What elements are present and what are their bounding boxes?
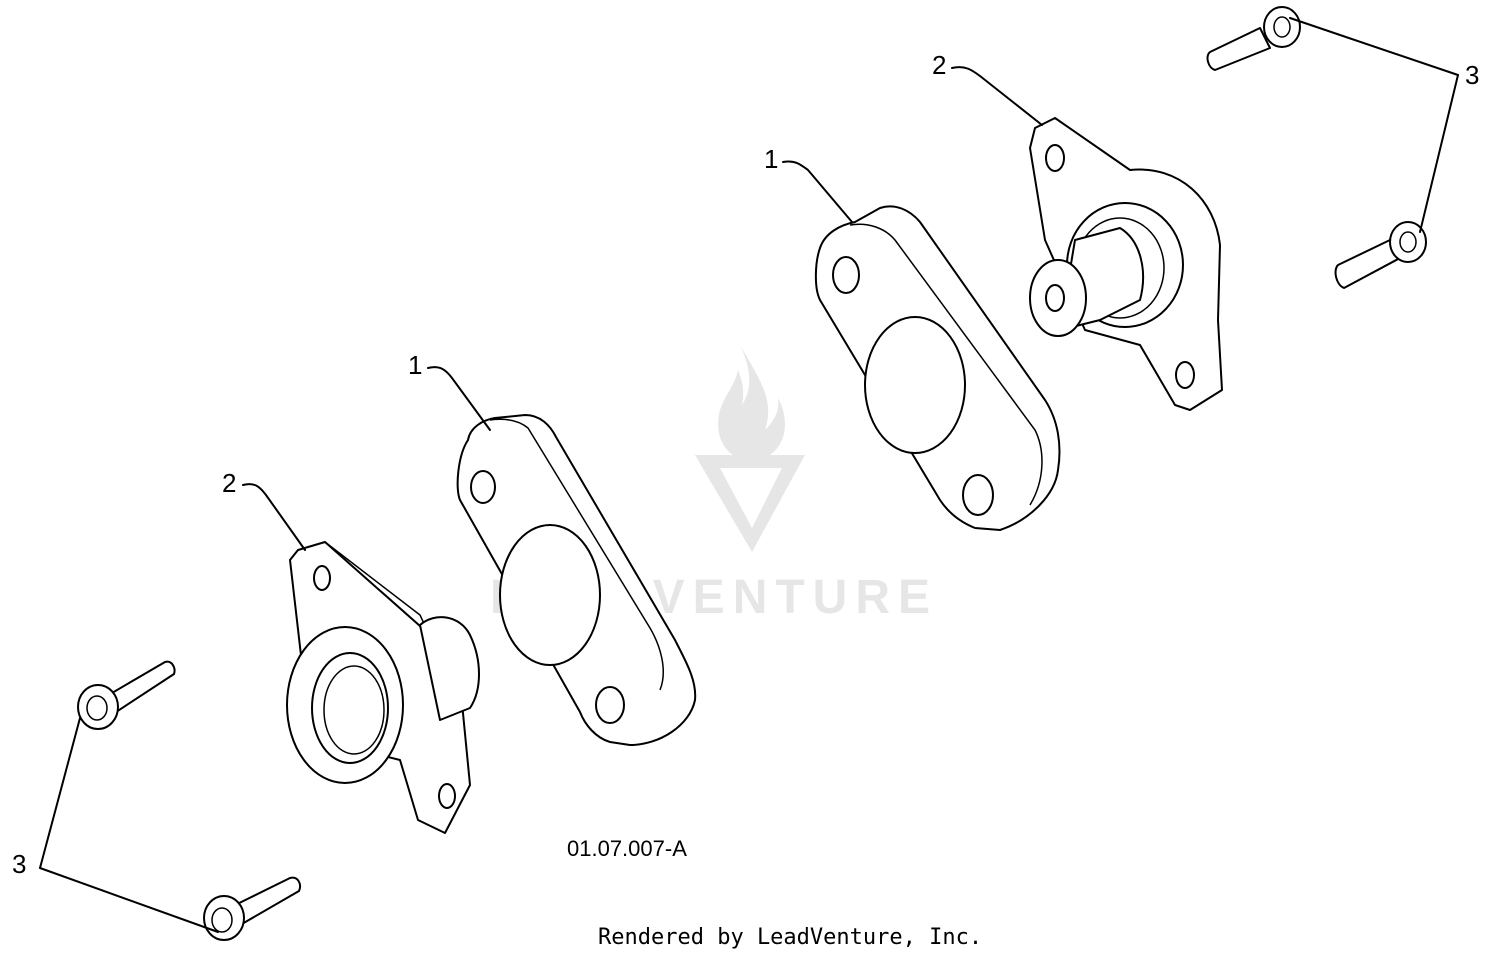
callout-spacer-left: 1 — [408, 350, 422, 380]
leader-lines — [39, 17, 1459, 933]
flame-icon — [718, 345, 785, 461]
bolt-left-lower — [203, 876, 301, 941]
figure-id: 01.07.007-A — [567, 836, 687, 861]
bolt-right-upper — [1206, 6, 1301, 71]
bolt-right-lower — [1334, 221, 1427, 289]
callout-spacer-right: 1 — [764, 144, 778, 174]
callout-bolts-left: 3 — [12, 849, 26, 879]
bearing-flange-left — [286, 541, 480, 834]
v-mark-icon — [695, 455, 805, 552]
render-credit: Rendered by LeadVenture, Inc. — [598, 925, 982, 950]
spacer-right — [814, 205, 1061, 531]
callout-bolts-right: 3 — [1465, 60, 1479, 90]
spacer-left — [456, 414, 697, 746]
bearing-flange-right — [1029, 117, 1223, 411]
bolt-left-upper — [77, 660, 176, 730]
callout-bearing-left: 2 — [222, 468, 236, 498]
callout-bearing-right: 2 — [932, 50, 946, 80]
